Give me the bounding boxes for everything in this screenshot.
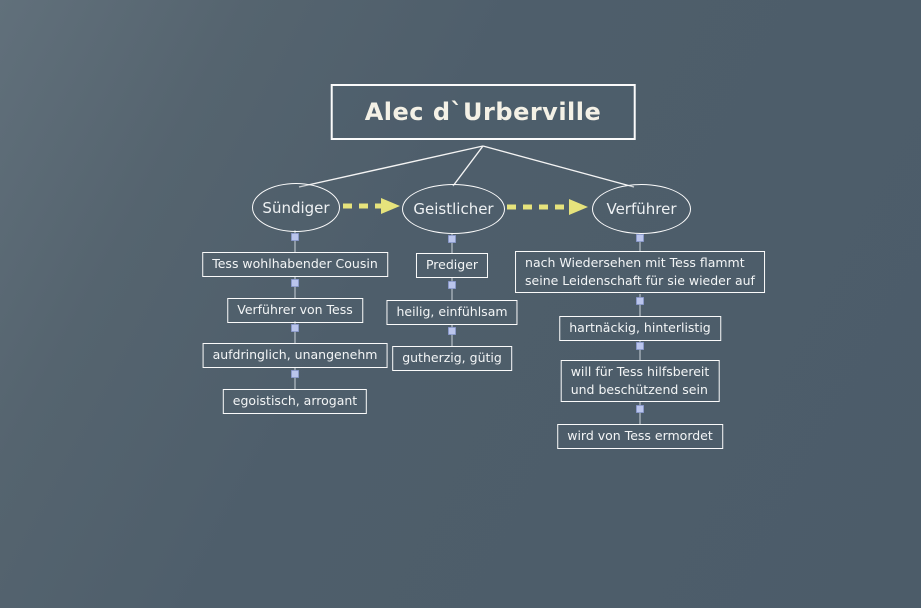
node-egoistisch[interactable]: egoistisch, arrogant	[222, 389, 368, 414]
branch-node-geistlicher[interactable]: Geistlicher	[402, 184, 505, 234]
node-wiedersehen[interactable]: nach Wiedersehen mit Tess flammt seine L…	[515, 251, 765, 293]
node-gutherzig[interactable]: gutherzig, gütig	[392, 346, 512, 371]
root-node[interactable]: Alec d`Urberville	[330, 84, 636, 140]
connector-handles	[291, 233, 644, 413]
hierarchy-lines	[298, 145, 635, 188]
node-ermordet[interactable]: wird von Tess ermordet	[557, 424, 723, 449]
node-aufdringlich[interactable]: aufdringlich, unangenehm	[202, 343, 388, 368]
branch-node-verfuehrer[interactable]: Verführer	[592, 184, 691, 234]
node-prediger[interactable]: Prediger	[415, 253, 489, 278]
node-hartnaeckig[interactable]: hartnäckig, hinterlistig	[559, 316, 721, 341]
dashed-arrow-geistlicher-verfuehrer	[507, 199, 588, 215]
node-heilig[interactable]: heilig, einfühlsam	[386, 300, 518, 325]
node-verfuehrer-von-tess[interactable]: Verführer von Tess	[227, 298, 363, 323]
branch-node-suendiger[interactable]: Sündiger	[252, 183, 340, 232]
node-cousin[interactable]: Tess wohlhabender Cousin	[202, 252, 388, 277]
node-hilfsbereit[interactable]: will für Tess hilfsbereit und beschützen…	[560, 360, 720, 402]
dashed-arrow-suendiger-geistlicher	[343, 198, 400, 214]
